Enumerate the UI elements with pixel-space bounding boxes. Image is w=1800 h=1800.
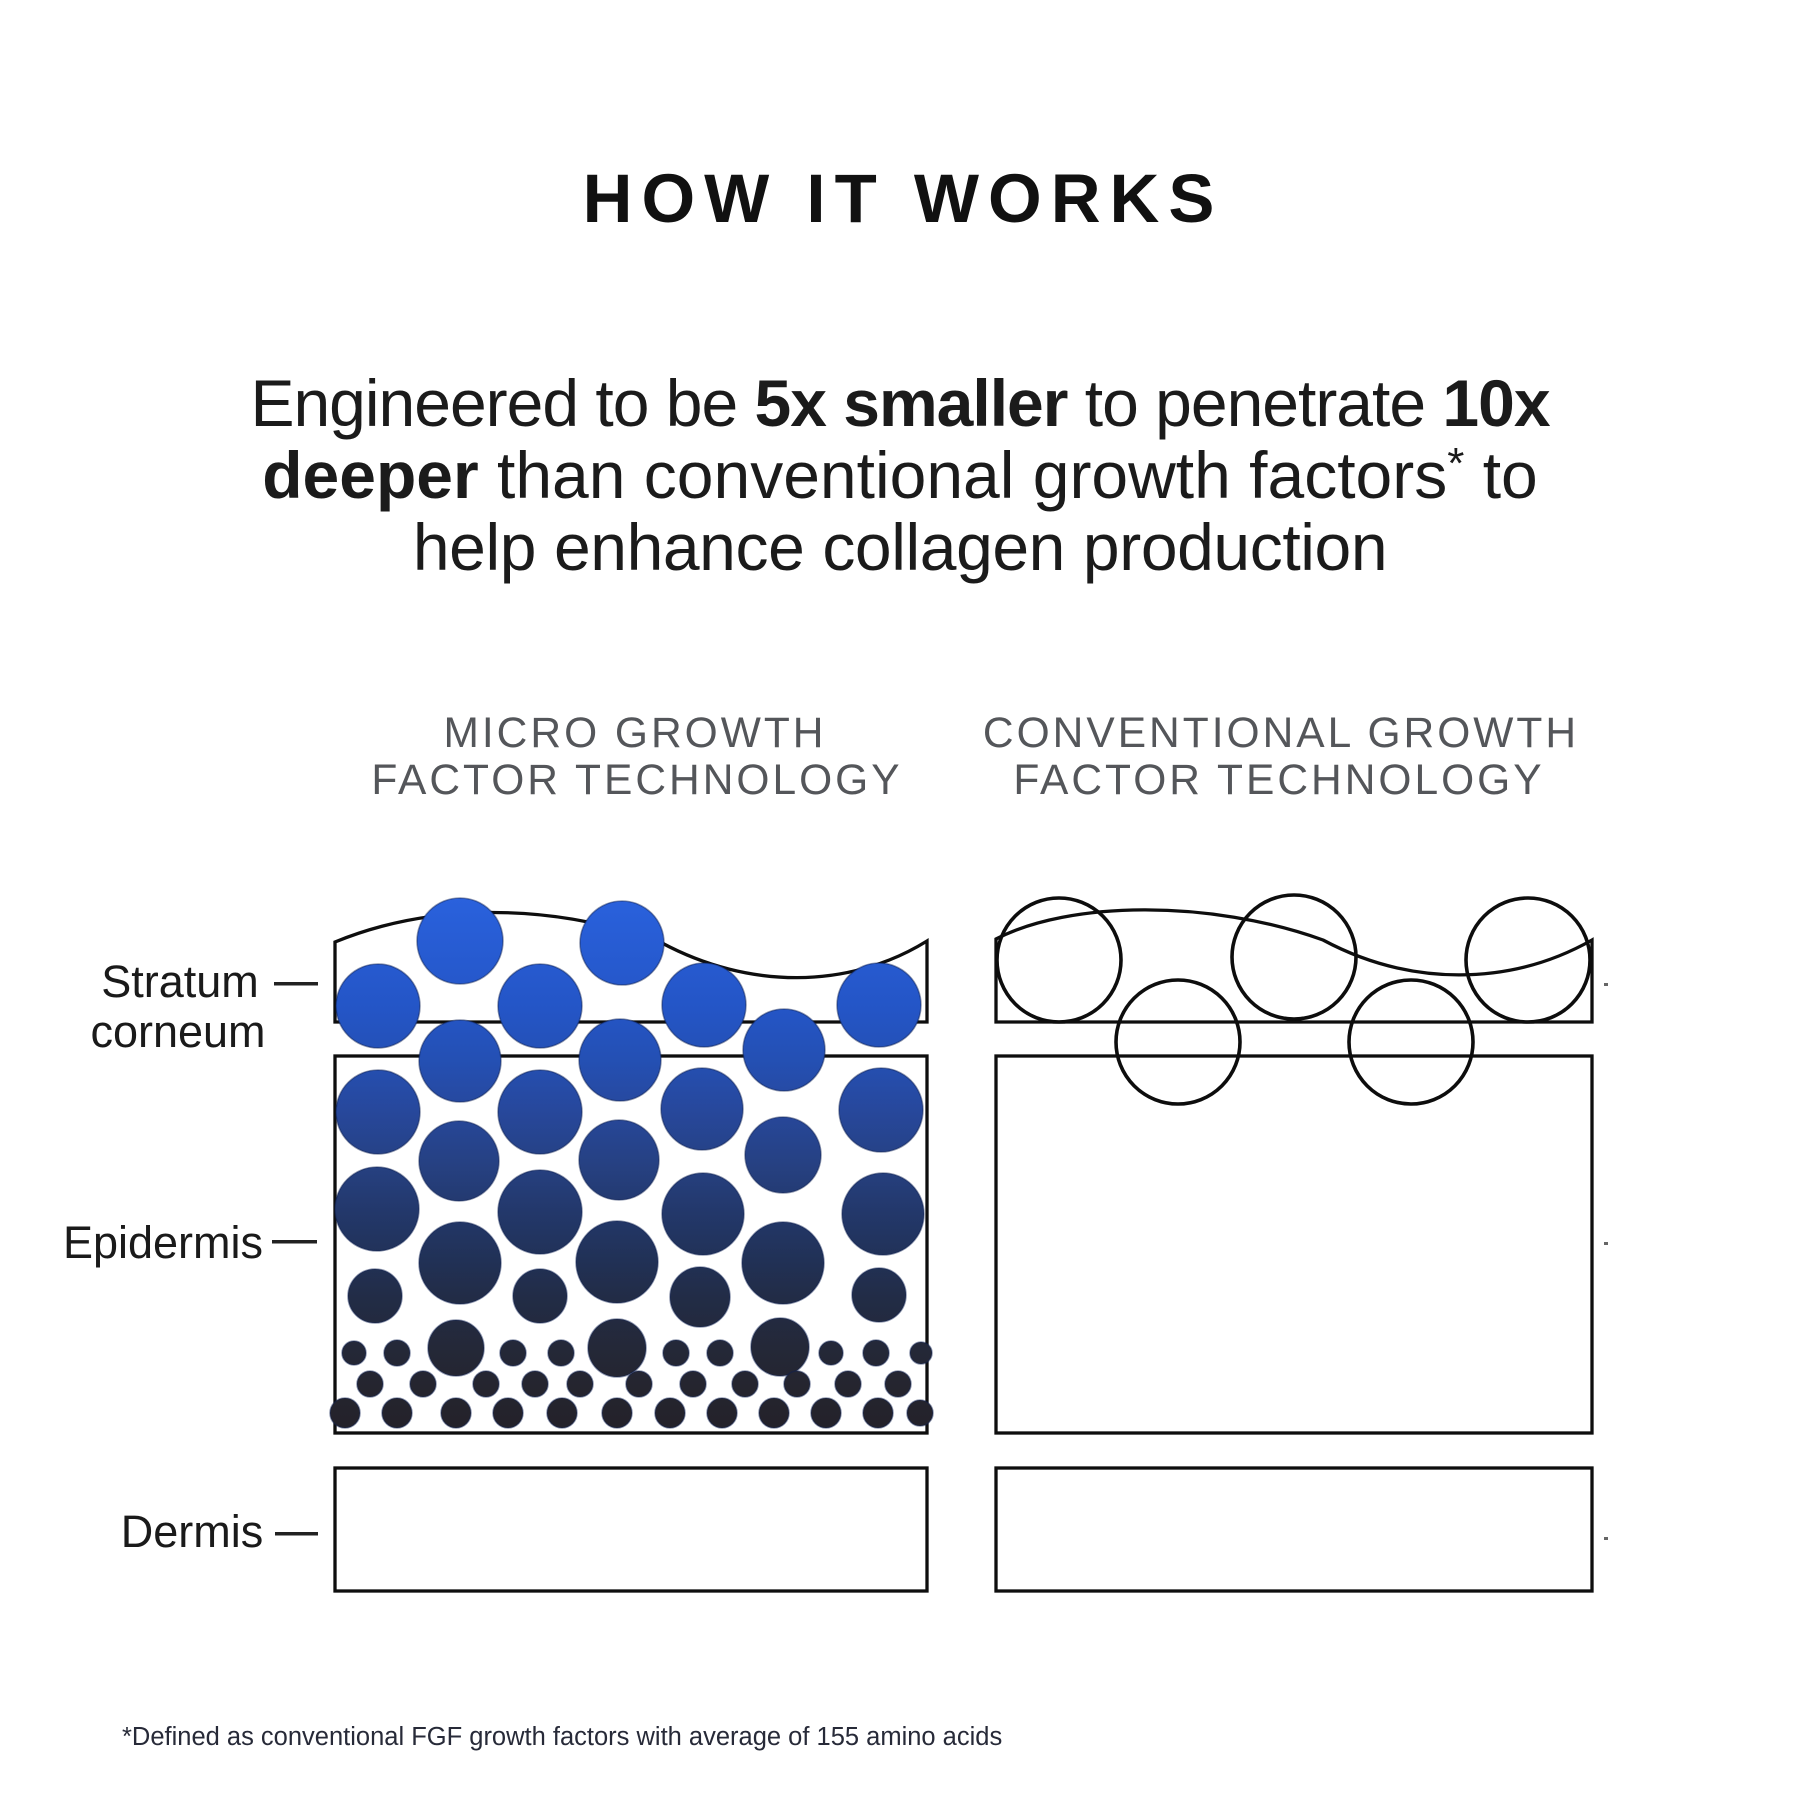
svg-text:Engineered to be 5x smaller to: Engineered to be 5x smaller to penetrate… xyxy=(250,366,1550,440)
svg-text:MICRO GROWTH: MICRO GROWTH xyxy=(443,710,826,757)
svg-text:Stratum: Stratum xyxy=(101,956,259,1007)
svg-text:FACTOR TECHNOLOGY: FACTOR TECHNOLOGY xyxy=(371,757,902,804)
svg-text:FACTOR TECHNOLOGY: FACTOR TECHNOLOGY xyxy=(1013,757,1544,804)
svg-text:deeper than conventional growt: deeper than conventional growth factors*… xyxy=(262,438,1538,512)
svg-text:*Defined as conventional FGF g: *Defined as conventional FGF growth fact… xyxy=(122,1723,1002,1751)
svg-text:corneum: corneum xyxy=(90,1006,265,1057)
svg-text:CONVENTIONAL GROWTH: CONVENTIONAL GROWTH xyxy=(983,710,1579,757)
svg-text:Epidermis: Epidermis xyxy=(63,1217,263,1268)
svg-text:help enhance collagen producti: help enhance collagen production xyxy=(413,510,1387,584)
svg-text:HOW IT WORKS: HOW IT WORKS xyxy=(583,160,1224,237)
svg-text:Dermis: Dermis xyxy=(121,1506,264,1557)
